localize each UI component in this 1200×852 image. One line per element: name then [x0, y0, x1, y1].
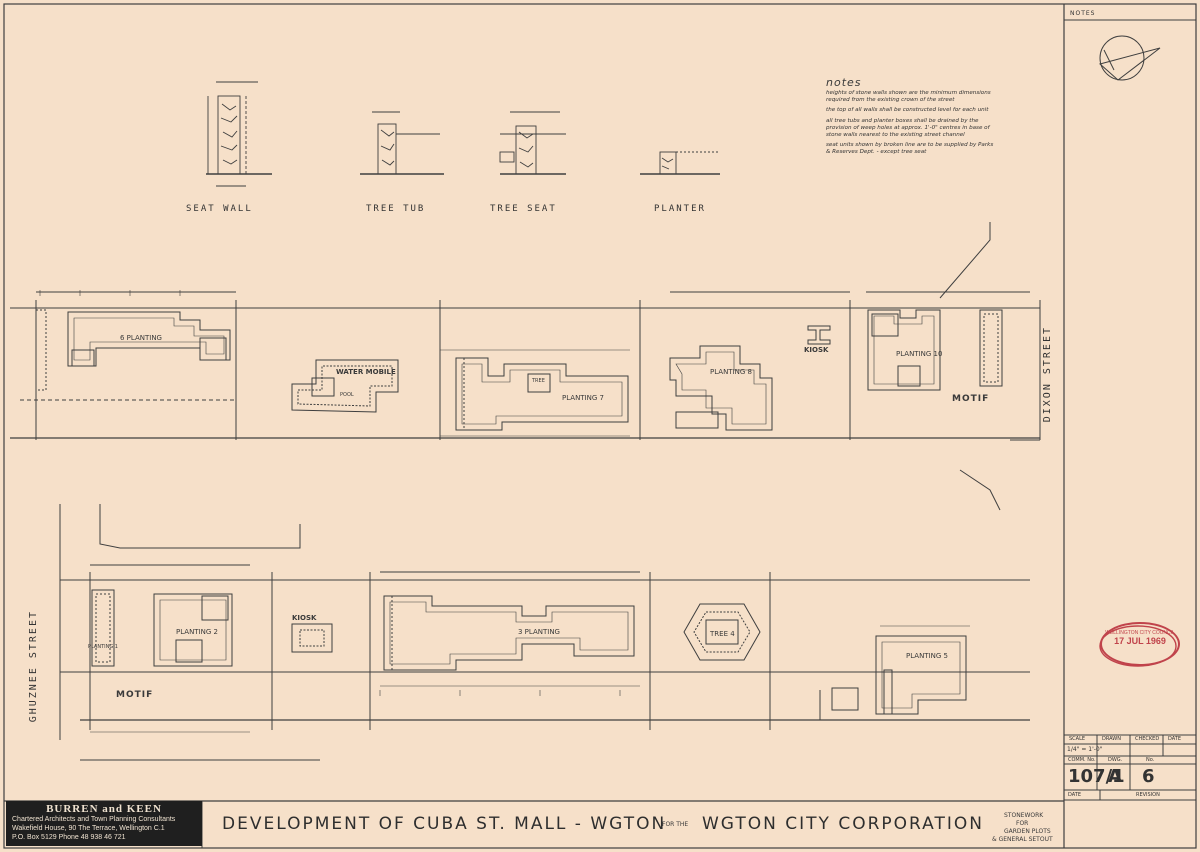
- motif-top-label: MOTIF: [952, 394, 990, 404]
- notes-body: heights of stone walls shown are the min…: [826, 90, 996, 157]
- subject-line-3: GARDEN PLOTS: [1004, 828, 1051, 835]
- planting-5-label: PLANTING 5: [906, 652, 948, 660]
- checked-label: CHECKED: [1135, 736, 1160, 742]
- note-3: all tree tubs and planter boxes shall be…: [826, 117, 990, 139]
- kiosk-bottom-label: KIOSK: [292, 614, 317, 622]
- firm-name: BURREN and KEEN: [46, 803, 162, 815]
- tree-tub-label: TREE TUB: [366, 204, 426, 214]
- note-1: heights of stone walls shown are the min…: [826, 90, 991, 104]
- notes-title: notes: [826, 76, 862, 89]
- date-label: DATE: [1168, 736, 1182, 742]
- council-stamp: WELLINGTON CITY COUNCIL 17 JUL 1969: [1100, 622, 1180, 666]
- date-bottom-label: DATE: [1068, 792, 1082, 798]
- seat-wall-label: SEAT WALL: [186, 204, 253, 214]
- planting-1-label: PLANTING 1: [88, 644, 118, 650]
- motif-bottom-label: MOTIF: [116, 690, 154, 700]
- stamp-date: 17 JUL 1969: [1114, 636, 1166, 646]
- pool-label: POOL: [340, 392, 354, 398]
- comm-number: 107/1: [1068, 766, 1125, 787]
- firm-line-1: Chartered Architects and Town Planning C…: [12, 816, 176, 823]
- planting-8-label: PLANTING 8: [710, 368, 752, 376]
- firm-line-3: P.O. Box 5129 Phone 48 938 46 721: [12, 834, 126, 841]
- firm-block: BURREN and KEEN Chartered Architects and…: [6, 801, 202, 846]
- subject-line-4: & GENERAL SETOUT: [992, 836, 1053, 843]
- drawn-label: DRAWN: [1102, 736, 1121, 742]
- planting-2-label: PLANTING 2: [176, 628, 218, 636]
- dwg-letter: A: [1108, 766, 1122, 787]
- planting-6-label: 6 PLANTING: [120, 334, 162, 342]
- subject-line-2: FOR: [1016, 820, 1029, 827]
- ghuznee-street-label: GHUZNEE STREET: [28, 610, 39, 723]
- planting-3-label: 3 PLANTING: [518, 628, 560, 636]
- scale-label: SCALE: [1069, 736, 1086, 742]
- dixon-street-label: DIXON STREET: [1042, 326, 1053, 423]
- notes-heading: NOTES: [1070, 10, 1096, 17]
- tree-4-label: TREE 4: [710, 630, 735, 638]
- kiosk-top-label: KIOSK: [804, 346, 829, 354]
- firm-line-2: Wakefield House, 90 The Terrace, Welling…: [12, 825, 165, 832]
- tree-seat-label: TREE SEAT: [490, 204, 557, 214]
- planter-label: PLANTER: [654, 204, 706, 214]
- comm-label: COMM. No.: [1068, 757, 1096, 763]
- subject-line-1: STONEWORK: [1004, 812, 1044, 819]
- stamp-line: WELLINGTON CITY COUNCIL: [1105, 630, 1175, 636]
- note-4: seat units shown by broken line are to b…: [826, 142, 994, 156]
- note-2: the top of all walls shall be constructe…: [826, 107, 989, 114]
- planting-10-label: PLANTING 10: [896, 350, 943, 358]
- drawing-title: DEVELOPMENT OF CUBA ST. MALL - WGTON: [222, 814, 667, 834]
- planting-7-label: PLANTING 7: [562, 394, 604, 402]
- revision-label: REVISION: [1136, 792, 1160, 798]
- dwg-label: DWG.: [1108, 757, 1123, 763]
- scale-value: 1/4" = 1'-0": [1067, 746, 1103, 753]
- water-mobile-label: WATER MOBILE: [336, 368, 396, 376]
- client-name: WGTON CITY CORPORATION: [702, 814, 984, 834]
- tree-label: TREE: [532, 378, 545, 384]
- dwg-number: 6: [1142, 766, 1155, 787]
- for-the-text: FOR THE: [662, 821, 689, 828]
- no-label: No.: [1146, 757, 1155, 763]
